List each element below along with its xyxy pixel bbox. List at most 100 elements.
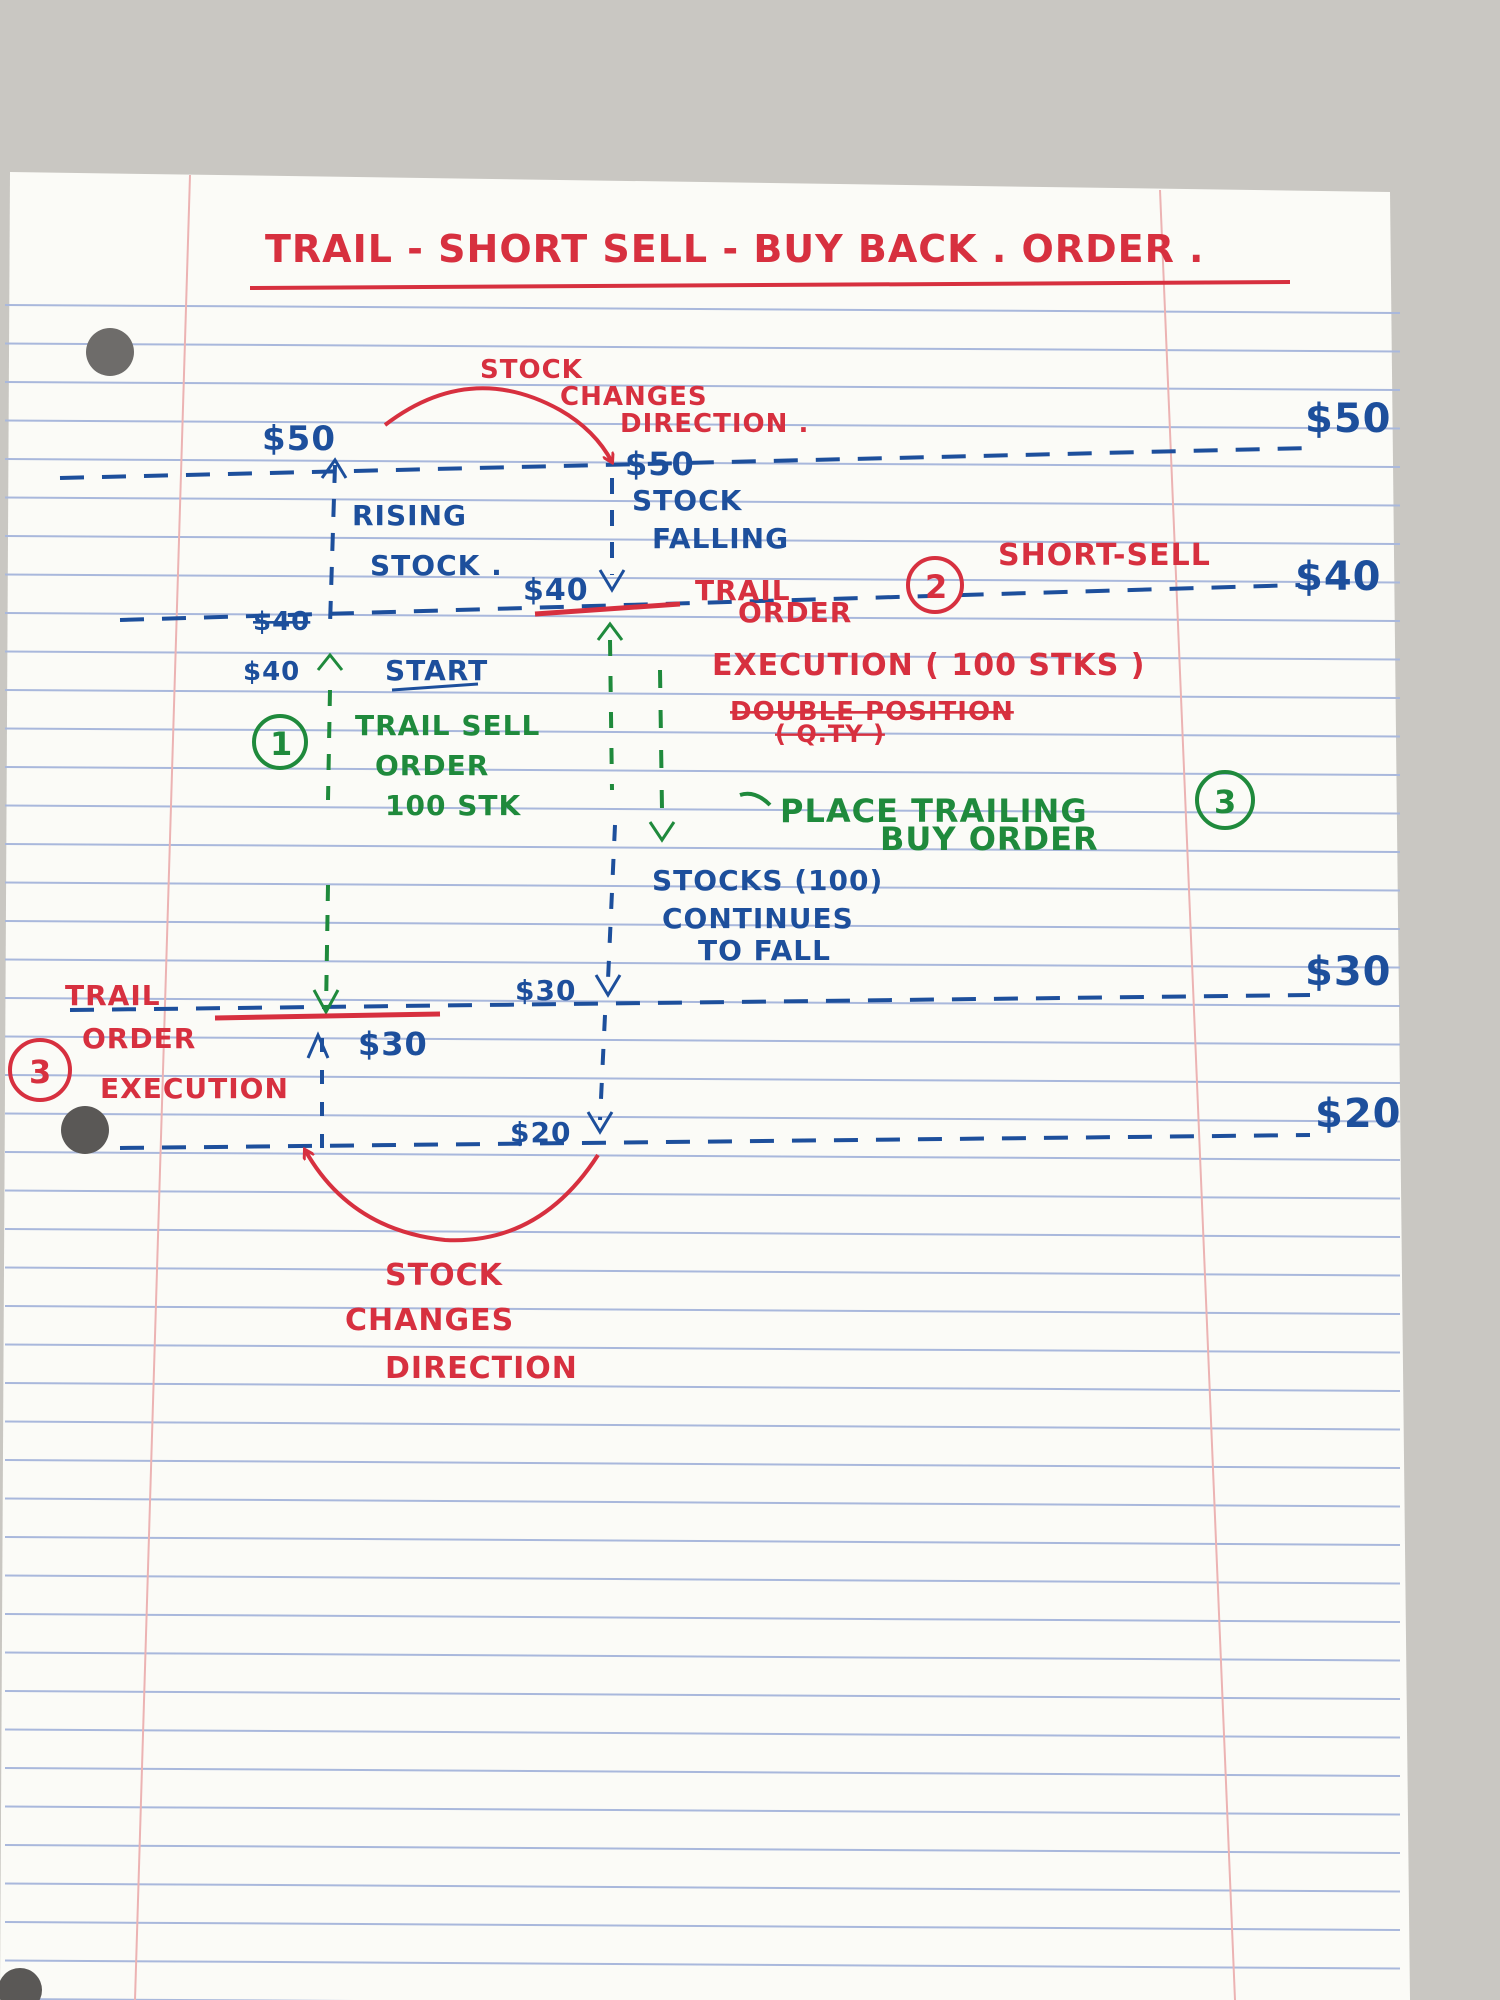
short-sell-label: SHORT-SELL: [998, 538, 1211, 573]
ruled-line: [4, 1805, 1401, 1816]
ruled-line: [4, 766, 1401, 776]
step-3-badge-left: [8, 1038, 72, 1102]
ruled-line: [4, 1844, 1401, 1854]
continues-line1: STOCKS (100): [652, 864, 883, 897]
stock-changes-bottom-line1: STOCK: [385, 1258, 504, 1293]
step-1-number: 1: [270, 725, 293, 763]
ruled-line: [4, 1382, 1401, 1392]
trail-order-line-mid: [534, 601, 681, 617]
stock-changes-bottom-line2: CHANGES: [345, 1303, 514, 1338]
buy-order-label: BUY ORDER: [880, 820, 1099, 858]
trail-sell-drop-line: [324, 884, 330, 1011]
ruled-line: [4, 1112, 1401, 1123]
red-arrow-icon: [305, 1150, 600, 1243]
step-1-badge: [252, 714, 308, 770]
trail-sell-label: TRAIL SELL: [355, 709, 540, 742]
order-label: ORDER: [375, 749, 489, 782]
ruled-lines: [4, 304, 1401, 2000]
ruled-line: [4, 1959, 1401, 1970]
start-label: START: [385, 654, 488, 687]
ruled-line: [4, 1266, 1401, 1277]
ruled-line: [4, 650, 1401, 661]
ruled-line: [4, 689, 1401, 699]
ruled-line: [4, 1074, 1401, 1084]
mid-price-40: $40: [523, 573, 589, 608]
continues-to-fall-line: [606, 824, 617, 981]
ruled-line: [4, 1343, 1401, 1354]
ruled-line: [4, 1035, 1401, 1046]
ruled-line: [4, 1921, 1401, 1931]
left-price-50: $50: [262, 419, 336, 459]
ruled-line: [4, 1189, 1401, 1200]
price-label-20: $20: [1315, 1091, 1402, 1137]
double-position-struck: DOUBLE POSITION: [730, 697, 1014, 727]
price-line-20: [119, 1133, 1311, 1150]
stock-falling-line2: FALLING: [652, 522, 789, 555]
place-trailing-label: PLACE TRAILING: [780, 792, 1088, 830]
left-price-40: $40: [243, 657, 300, 687]
ruled-line: [4, 1536, 1401, 1546]
mid-price-50: $50: [625, 445, 695, 483]
continues-line3: TO FALL: [698, 934, 831, 967]
stock-falling-line1: STOCK: [632, 484, 743, 517]
up-arrow-icon: [306, 1031, 330, 1059]
price-label-30: $30: [1305, 949, 1392, 995]
ruled-line: [4, 1767, 1401, 1777]
step-3-badge-right: [1195, 770, 1255, 830]
short-sell-line: [608, 639, 614, 791]
price-label-40: $40: [1295, 554, 1382, 600]
red-arrow-icon: [383, 386, 612, 462]
price-lines: [59, 446, 1311, 1150]
stock-changes-bottom-line3: DIRECTION: [385, 1351, 578, 1386]
hole-punch-icon: [61, 1106, 109, 1154]
down-arrow-icon: [586, 1111, 614, 1135]
title-underline: [249, 280, 1291, 290]
up-arrow-icon: [596, 621, 624, 641]
left-price-30: $30: [358, 1025, 428, 1063]
execution-label: EXECUTION ( 100 STKS ): [712, 648, 1145, 683]
start-underline: [391, 682, 479, 692]
down-arrow-icon: [594, 974, 622, 998]
rising-stock-line2: STOCK .: [370, 549, 503, 582]
order-label-mid: ORDER: [738, 596, 852, 629]
ruled-line: [4, 804, 1401, 815]
ruled-line: [4, 1574, 1401, 1585]
ruled-line: [4, 573, 1401, 584]
trail-order-line-left: [214, 1011, 441, 1021]
up-arrow-icon: [316, 652, 344, 671]
ruled-line: [4, 1613, 1401, 1623]
right-margin-line: [1159, 189, 1236, 2000]
margin-line: [134, 174, 191, 2000]
ruled-line: [4, 535, 1401, 545]
pointer-tick: [739, 791, 772, 807]
ruled-line: [4, 612, 1401, 622]
ruled-line: [4, 1151, 1401, 1161]
ruled-line: [4, 920, 1401, 930]
down-arrow-icon: [598, 569, 626, 593]
ruled-line: [4, 1228, 1401, 1238]
qty-struck: ( Q.TY ): [775, 720, 885, 748]
left-price-40-struck: $40: [253, 607, 310, 637]
continues-line2: CONTINUES: [662, 902, 854, 935]
rising-stock-line1: RISING: [352, 499, 467, 532]
hole-punch-icon: [0, 1968, 42, 2000]
ruled-line: [4, 496, 1401, 507]
ruled-line: [4, 881, 1401, 892]
hole-punch-icon: [86, 328, 134, 376]
ruled-line: [4, 1420, 1401, 1431]
ruled-line: [4, 304, 1401, 314]
qty-label: 100 STK: [385, 789, 521, 822]
step-2-badge: [906, 556, 964, 614]
ruled-line: [4, 1728, 1401, 1739]
step-3-number-left: 3: [29, 1053, 52, 1091]
trail-label-mid: TRAIL: [695, 574, 791, 607]
ruled-line: [4, 1651, 1401, 1662]
trail-label-left: TRAIL: [65, 979, 161, 1012]
stock-changes-top-line3: DIRECTION .: [620, 409, 809, 439]
step-2-number: 2: [925, 568, 948, 606]
mid-price-20: $20: [510, 1116, 571, 1149]
down-arrow-icon: [648, 821, 676, 843]
price-label-50: $50: [1305, 396, 1392, 442]
